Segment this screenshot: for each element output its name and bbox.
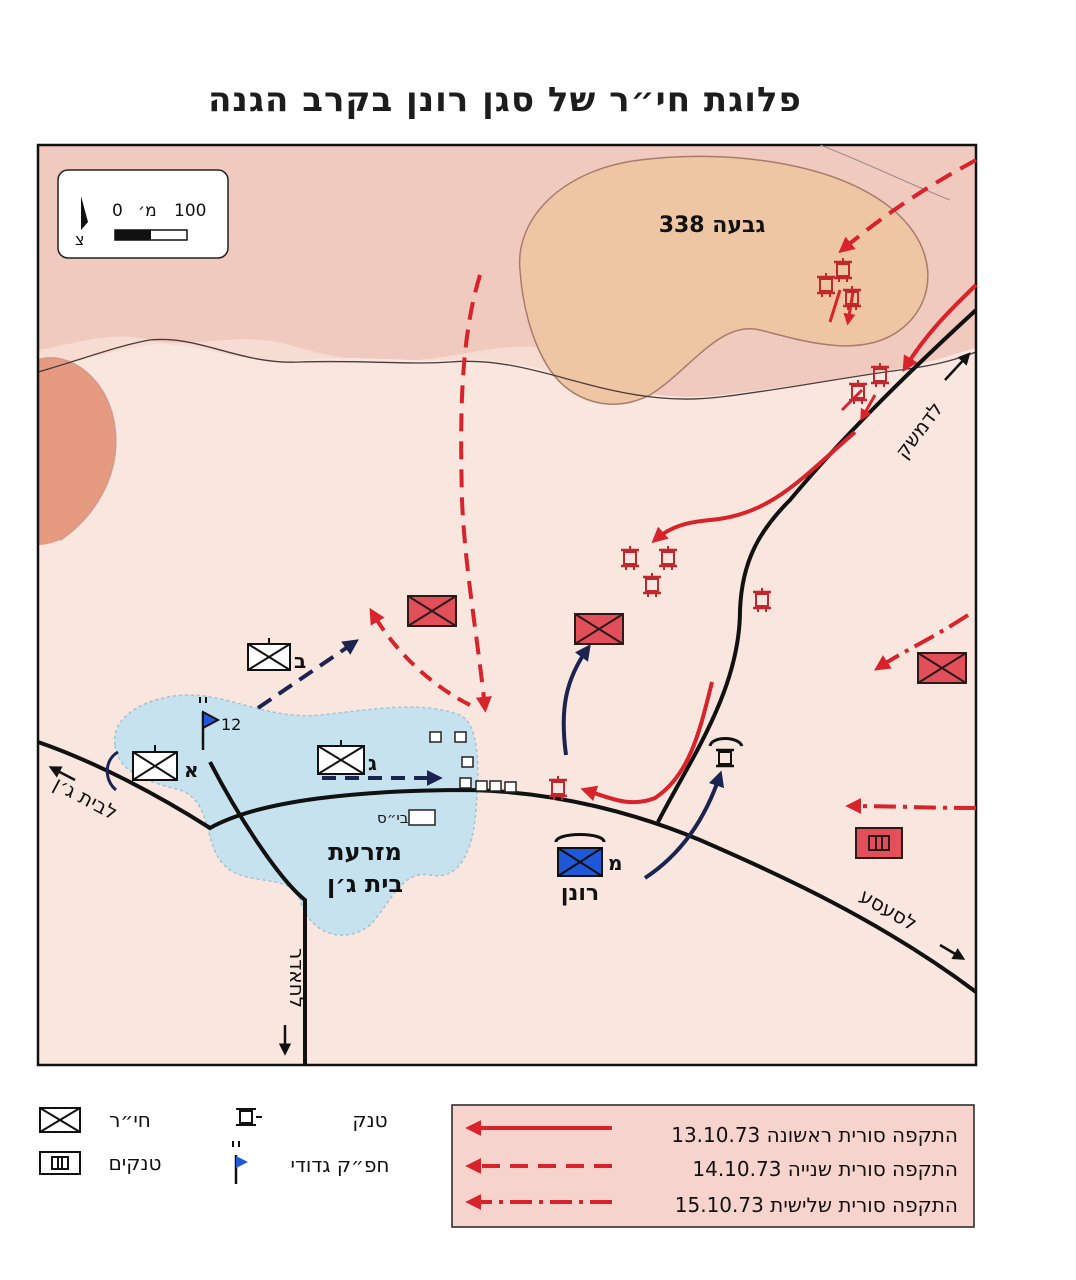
- hq-letter: מ: [608, 851, 622, 875]
- arrow-beit-jann: [48, 766, 76, 782]
- enemy-infantry-icon: [407, 595, 457, 627]
- school-label: בי״ס: [377, 809, 409, 827]
- farm-label-2: בית ג׳ן: [327, 870, 403, 898]
- attack1-arrow-b: [651, 430, 857, 544]
- unit-b-label: ב: [294, 649, 306, 673]
- legend-attack3-label: התקפה סורית שלישית 15.10.73: [675, 1193, 958, 1217]
- attack2-arrow-b: [459, 274, 492, 713]
- israeli-units: [105, 638, 744, 877]
- syrian-attacks: [369, 158, 978, 815]
- hill-label: גבעה 338: [659, 213, 766, 238]
- enemy-tanks-icon: [855, 827, 903, 859]
- battalion-hq-flag-icon: [199, 697, 221, 750]
- ridge-line: [819, 145, 951, 201]
- enemy-infantry-icon: [574, 613, 624, 645]
- legend-tank-label: טנק: [352, 1108, 387, 1132]
- legend-infantry-icon: [39, 1107, 81, 1133]
- flag-number: 12: [221, 715, 241, 734]
- attack-legend: התקפה סורית ראשונה 13.10.73 התקפה סורית …: [451, 1104, 975, 1228]
- israeli-tank-icon: [708, 737, 744, 768]
- attack1-arrow-c: [580, 681, 714, 805]
- move-b: [256, 639, 359, 710]
- symbol-legend: חי״ר טנקים טנק חפ״ק גדודי: [39, 1107, 390, 1184]
- school-building: [408, 809, 436, 826]
- arrow-damascus: [944, 352, 971, 381]
- farm-label-1: מזרעת: [328, 838, 402, 866]
- legend-hq-flag-icon: [232, 1141, 248, 1184]
- buildings: [408, 731, 517, 826]
- attack3-arrow-b: [845, 798, 977, 815]
- legend-tanks-label: טנקים: [109, 1151, 162, 1175]
- road-to-hader: [208, 761, 307, 1065]
- arrow-sasa: [939, 943, 966, 960]
- hq-infantry-icon: [554, 833, 606, 877]
- infantry-icon-g: [317, 740, 365, 775]
- attack1-arrow-a: [902, 283, 978, 373]
- map-area: [36, 143, 978, 1067]
- attack2-arrow-c: [369, 607, 471, 707]
- infantry-icon-a: [105, 745, 178, 792]
- israeli-moves: [256, 639, 725, 880]
- enemy-infantry-icon: [917, 652, 967, 684]
- attack2-arrow-a: [838, 158, 977, 254]
- legend-hq-label: חפ״ק גדודי: [291, 1153, 390, 1177]
- unit-g-label: ג: [368, 751, 377, 775]
- move-hq: [643, 770, 725, 880]
- scale-hundred: 100: [174, 201, 206, 221]
- legend-attack2-label: התקפה סורית שנייה 14.10.73: [692, 1157, 958, 1181]
- north-label: צ: [75, 230, 85, 249]
- scale-zero: 0: [112, 201, 123, 221]
- unit-a-label: א: [184, 758, 199, 782]
- legend-infantry-label: חי״ר: [109, 1108, 151, 1132]
- move-center: [561, 644, 591, 756]
- map-title: פלוגת חי״ר של סגן רונן בקרב הגנה: [208, 80, 802, 120]
- legend-tanks-icon: [39, 1151, 81, 1175]
- scale-unit: מ׳: [138, 201, 157, 221]
- scale-box: צ 0 מ׳ 100: [57, 169, 229, 259]
- to-hader-label: לחאדר: [285, 948, 309, 1008]
- attack3-arrow-a: [874, 613, 970, 671]
- legend-tank-icon: [236, 1108, 262, 1126]
- legend-attack1-label: התקפה סורית ראשונה 13.10.73: [671, 1123, 958, 1147]
- infantry-icon-b: [247, 638, 291, 671]
- road-to-damascus: [656, 308, 976, 823]
- enemy-units: [407, 595, 967, 859]
- hq-label: רונן: [561, 881, 599, 906]
